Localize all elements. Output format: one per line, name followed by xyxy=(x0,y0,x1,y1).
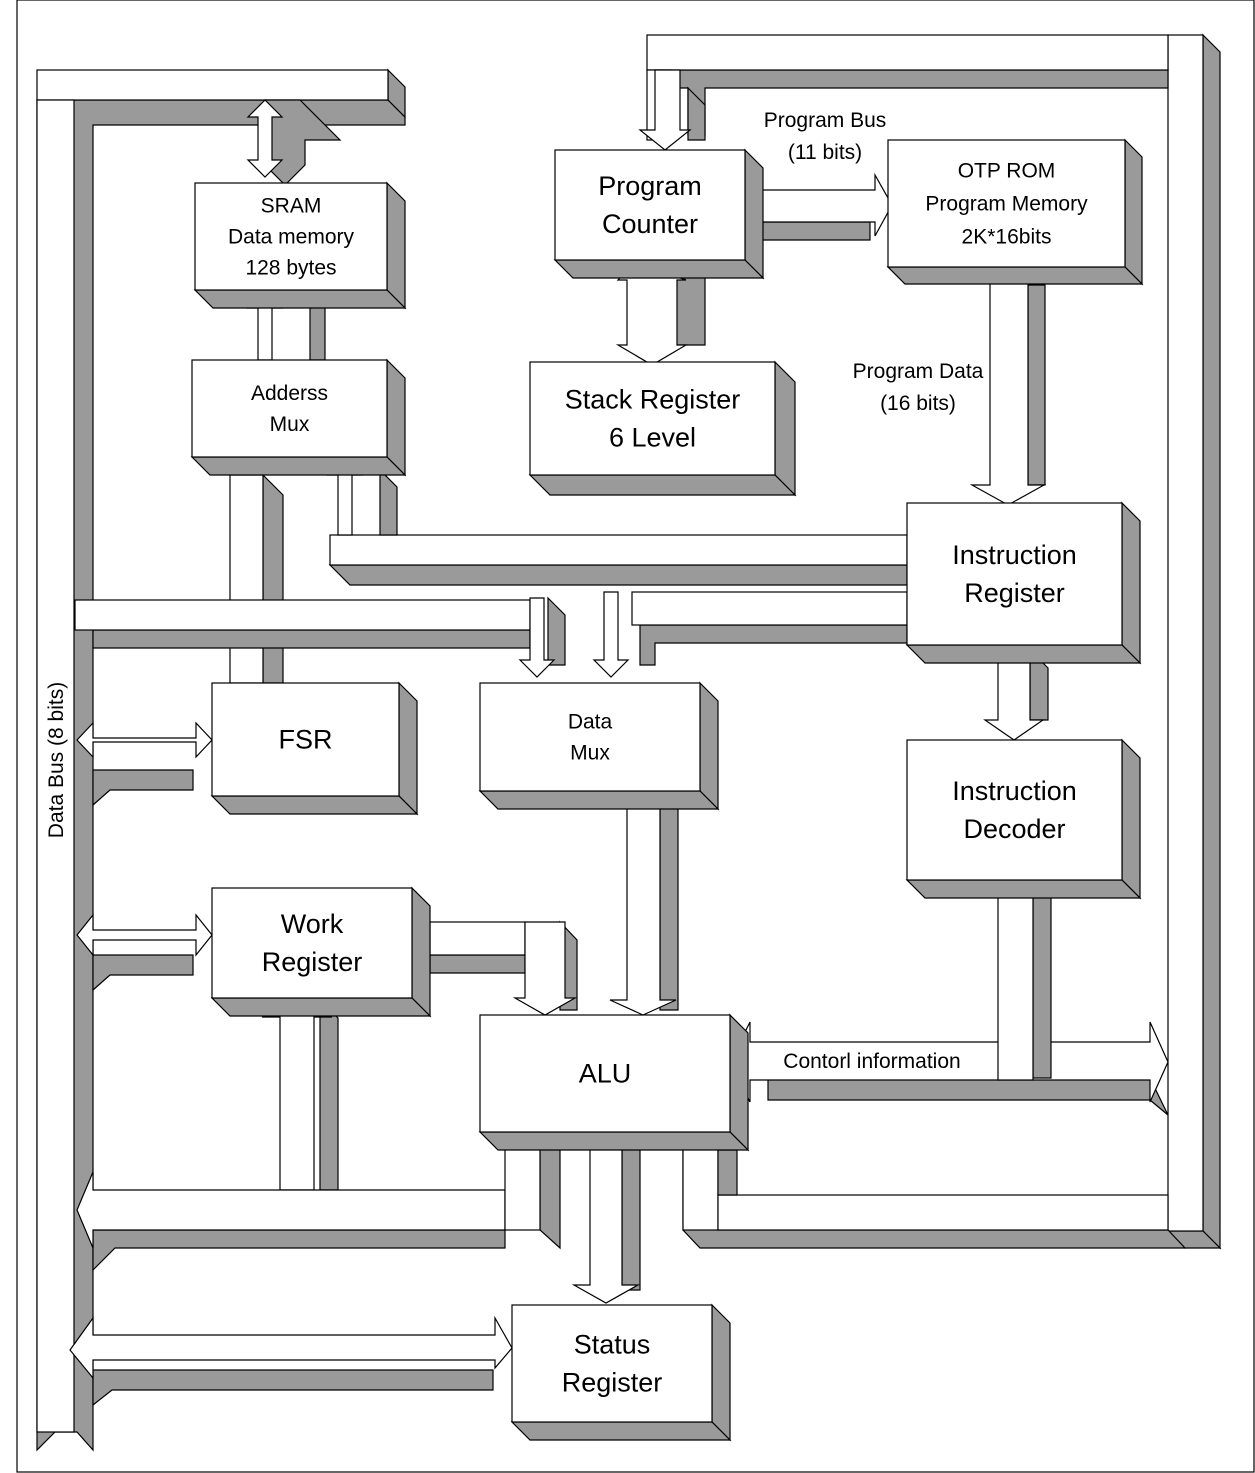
alu-block: ALU xyxy=(478,1013,750,1152)
sram-label-3: 128 bytes xyxy=(245,257,336,280)
status-register-label-1: Status xyxy=(574,1330,651,1360)
work-register-label-2: Register xyxy=(262,947,363,977)
status-register-label-2: Register xyxy=(562,1368,663,1398)
program-data-label-1: Program Data xyxy=(853,360,984,383)
fsr-label-1: FSR xyxy=(279,725,333,755)
connections xyxy=(69,69,1187,1407)
alu-label-1: ALU xyxy=(579,1059,632,1089)
work-register-label-1: Work xyxy=(281,909,344,939)
stack-register-label-1: Stack Register xyxy=(565,385,741,415)
stack-register-block: Stack Register 6 Level xyxy=(528,360,797,497)
otp-rom-label-3: 2K*16bits xyxy=(962,226,1052,249)
program-counter-label-1: Program xyxy=(598,171,702,201)
fsr-block: FSR xyxy=(210,681,419,816)
instruction-decoder-label-2: Decoder xyxy=(963,814,1065,844)
data-bus: Data Bus (8 bits) xyxy=(36,68,406,1452)
address-mux-label-2: Mux xyxy=(270,413,310,436)
otp-rom-label-2: Program Memory xyxy=(925,193,1088,216)
control-info-label: Contorl information xyxy=(783,1050,960,1073)
sram-block: SRAM Data memory 128 bytes xyxy=(193,181,407,310)
program-bus-loop xyxy=(646,33,1222,1250)
data-mux-label-1: Data xyxy=(568,711,613,734)
bus-labels: Program Bus (11 bits) Program Data (16 b… xyxy=(755,109,987,1076)
program-data-label-2: (16 bits) xyxy=(880,392,956,415)
stack-register-label-2: 6 Level xyxy=(609,423,696,453)
sram-label-1: SRAM xyxy=(261,195,322,218)
program-bus-label-1: Program Bus xyxy=(764,109,887,132)
otp-rom-label-1: OTP ROM xyxy=(958,160,1056,183)
data-bus-label: Data Bus (8 bits) xyxy=(45,682,68,838)
sram-label-2: Data memory xyxy=(228,226,355,249)
otp-rom-block: OTP ROM Program Memory 2K*16bits xyxy=(886,138,1144,286)
address-mux-label-1: Adderss xyxy=(251,382,328,405)
program-counter-label-2: Counter xyxy=(602,209,698,239)
program-bus-label-2: (11 bits) xyxy=(788,141,862,164)
instruction-register-label-1: Instruction xyxy=(952,540,1077,570)
instruction-register-label-2: Register xyxy=(964,578,1065,608)
data-mux-label-2: Mux xyxy=(570,742,610,765)
diagram-border xyxy=(16,0,1255,1473)
instruction-decoder-label-1: Instruction xyxy=(952,776,1077,806)
